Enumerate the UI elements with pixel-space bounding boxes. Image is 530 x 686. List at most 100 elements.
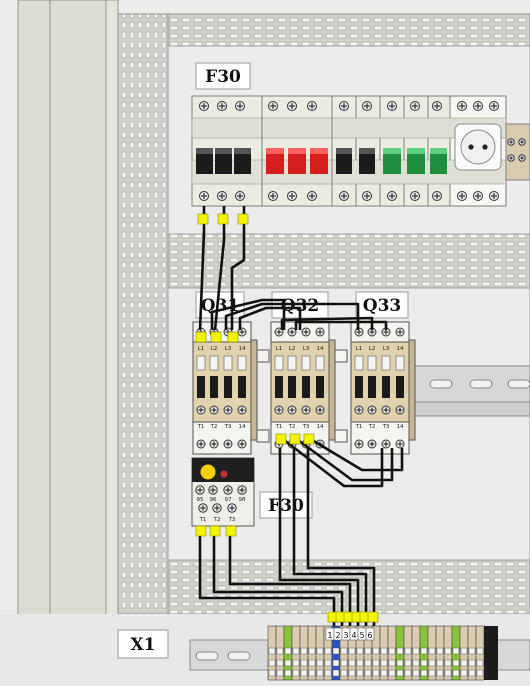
wire-marker	[195, 331, 207, 343]
screw-terminal-icon	[195, 485, 205, 495]
label-q32: Q32	[281, 296, 319, 316]
wire	[306, 448, 376, 626]
wire	[297, 438, 394, 482]
screw-terminal-icon	[354, 405, 364, 415]
wire-marker	[367, 611, 379, 623]
screw-terminal-icon	[387, 191, 397, 201]
x1-terminal-number: 5	[359, 631, 364, 640]
breaker-toggles-green	[383, 148, 447, 174]
screw-terminal-icon	[274, 405, 284, 415]
screw-terminal-icon	[432, 101, 442, 111]
screw-terminal-icon	[367, 327, 377, 337]
terminal-label: L3	[303, 346, 310, 352]
screw-terminal-icon	[301, 327, 311, 337]
cable-duct-left	[117, 13, 169, 615]
screw-terminal-icon	[362, 101, 372, 111]
label-f30: F30	[205, 67, 241, 87]
screw-terminal-icon	[217, 101, 227, 111]
terminal-label: L3	[383, 346, 390, 352]
terminal-label: 14	[397, 346, 404, 352]
interlock-clip	[334, 429, 348, 443]
screw-terminal-icon	[209, 439, 219, 449]
screw-terminal-icon	[307, 191, 317, 201]
screw-terminal-icon	[381, 439, 391, 449]
power-socket-icon	[454, 123, 502, 171]
terminal-label: 95	[197, 497, 204, 503]
wiring	[198, 206, 404, 626]
screw-terminal-icon	[410, 191, 420, 201]
screw-terminal-icon	[223, 405, 233, 415]
interlock-clip	[334, 349, 348, 363]
screw-terminal-icon	[301, 405, 311, 415]
wire	[294, 320, 388, 330]
wire-marker	[209, 525, 221, 537]
screw-terminal-icon	[518, 154, 526, 162]
screw-terminal-icon	[287, 405, 297, 415]
screw-terminal-icon	[235, 101, 245, 111]
x1-terminal-number: 6	[367, 631, 372, 640]
x1-terminal-number: 3	[343, 631, 348, 640]
wire-marker	[225, 525, 237, 537]
screw-terminal-icon	[507, 138, 515, 146]
wire	[212, 530, 344, 626]
screw-terminal-icon	[367, 405, 377, 415]
din-rail-bottom-slots	[195, 651, 251, 661]
screw-terminal-icon	[339, 191, 349, 201]
terminal-label: T2	[210, 424, 218, 430]
screw-terminal-icon	[381, 327, 391, 337]
screw-terminal-icon	[237, 405, 247, 415]
wire-markers	[195, 213, 379, 623]
wire-marker	[217, 213, 229, 225]
screw-terminal-icon	[199, 191, 209, 201]
terminal-label: T3	[228, 517, 236, 523]
terminal-label: 96	[210, 497, 217, 503]
screw-terminal-icon	[196, 439, 206, 449]
screw-terminal-icon	[473, 191, 483, 201]
terminal-label: T1	[275, 424, 283, 430]
screw-terminal-icon	[315, 327, 325, 337]
terminal-label: 14	[397, 424, 404, 430]
cable-duct-middle	[167, 233, 530, 289]
screw-terminal-icon	[196, 405, 206, 415]
screw-terminal-icon	[489, 101, 499, 111]
screw-terminal-icon	[307, 101, 317, 111]
left-hinge-strip	[49, 0, 107, 686]
screw-terminal-icon	[339, 101, 349, 111]
terminal-label: 14	[317, 346, 324, 352]
screw-terminal-icon	[362, 191, 372, 201]
screw-terminal-icon	[268, 101, 278, 111]
wire	[311, 438, 404, 472]
screw-terminal-icon	[367, 439, 377, 449]
terminal-label: L2	[211, 346, 218, 352]
label-x1: X1	[130, 635, 155, 655]
wire-marker	[195, 525, 207, 537]
terminal-label: T3	[224, 424, 232, 430]
interlock-clip	[256, 349, 270, 363]
terminal-label: L1	[198, 346, 205, 352]
terminal-strip-f30-right	[505, 123, 530, 181]
label-q31: Q31	[201, 296, 239, 316]
screw-terminal-icon	[432, 191, 442, 201]
terminal-label: 98	[239, 497, 246, 503]
screw-terminal-icon	[395, 439, 405, 449]
screw-terminal-icon	[457, 191, 467, 201]
screw-terminal-icon	[381, 405, 391, 415]
f30-screw-terminals	[199, 101, 526, 201]
wire-marker	[210, 331, 222, 343]
wire	[228, 530, 352, 626]
wire	[283, 438, 384, 488]
screw-terminal-icon	[457, 101, 467, 111]
screw-terminal-icon	[507, 154, 515, 162]
wire	[224, 302, 360, 330]
wire-marker	[237, 213, 249, 225]
x1-terminal-number: 1	[327, 631, 332, 640]
terminal-label: 14	[317, 424, 324, 430]
trip-indicator-icon	[199, 463, 217, 481]
breaker-toggles-black-2	[336, 148, 375, 174]
terminal-label: T2	[213, 517, 221, 523]
screw-terminal-icon	[387, 101, 397, 111]
terminal-label: T2	[368, 424, 376, 430]
screw-terminal-icon	[287, 101, 297, 111]
